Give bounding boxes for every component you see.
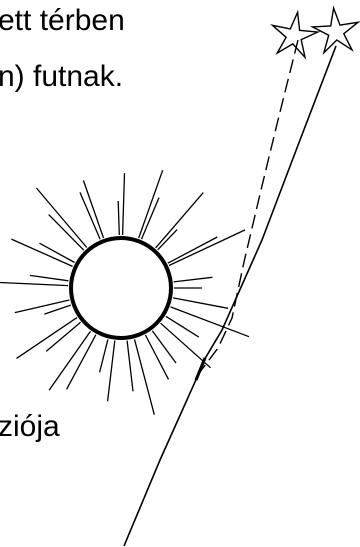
sun-ray — [173, 298, 228, 308]
sun-ray — [174, 277, 213, 282]
sun-ray — [30, 275, 69, 280]
sun-ray — [0, 282, 68, 286]
sun-ray — [49, 215, 84, 251]
sun-ray — [118, 201, 119, 235]
sun-ray — [127, 341, 133, 392]
sun-ray — [145, 335, 168, 379]
sun-ray — [152, 331, 176, 363]
sun-ray — [171, 307, 250, 337]
sun-ray — [108, 341, 115, 402]
sun-ray — [11, 239, 72, 266]
sun-ray — [123, 173, 125, 235]
apparent-light-ray — [200, 40, 298, 372]
sun-ray — [100, 339, 108, 372]
sun-ray — [169, 230, 245, 266]
sun-ray — [15, 300, 70, 313]
sun-ray — [166, 316, 199, 337]
sun-icon — [71, 238, 171, 338]
sun-ray — [49, 331, 90, 390]
sun-ray — [168, 237, 218, 263]
sun-ray — [17, 318, 78, 359]
sun-ray — [36, 188, 86, 248]
sun-ray — [67, 335, 96, 390]
sun-ray — [83, 180, 103, 238]
sun-ray — [139, 170, 163, 238]
deflection-point — [196, 358, 205, 380]
sun-ray — [44, 305, 71, 314]
sun-ray — [158, 230, 177, 250]
sun-ray — [135, 339, 155, 414]
sun-ray — [156, 193, 204, 248]
